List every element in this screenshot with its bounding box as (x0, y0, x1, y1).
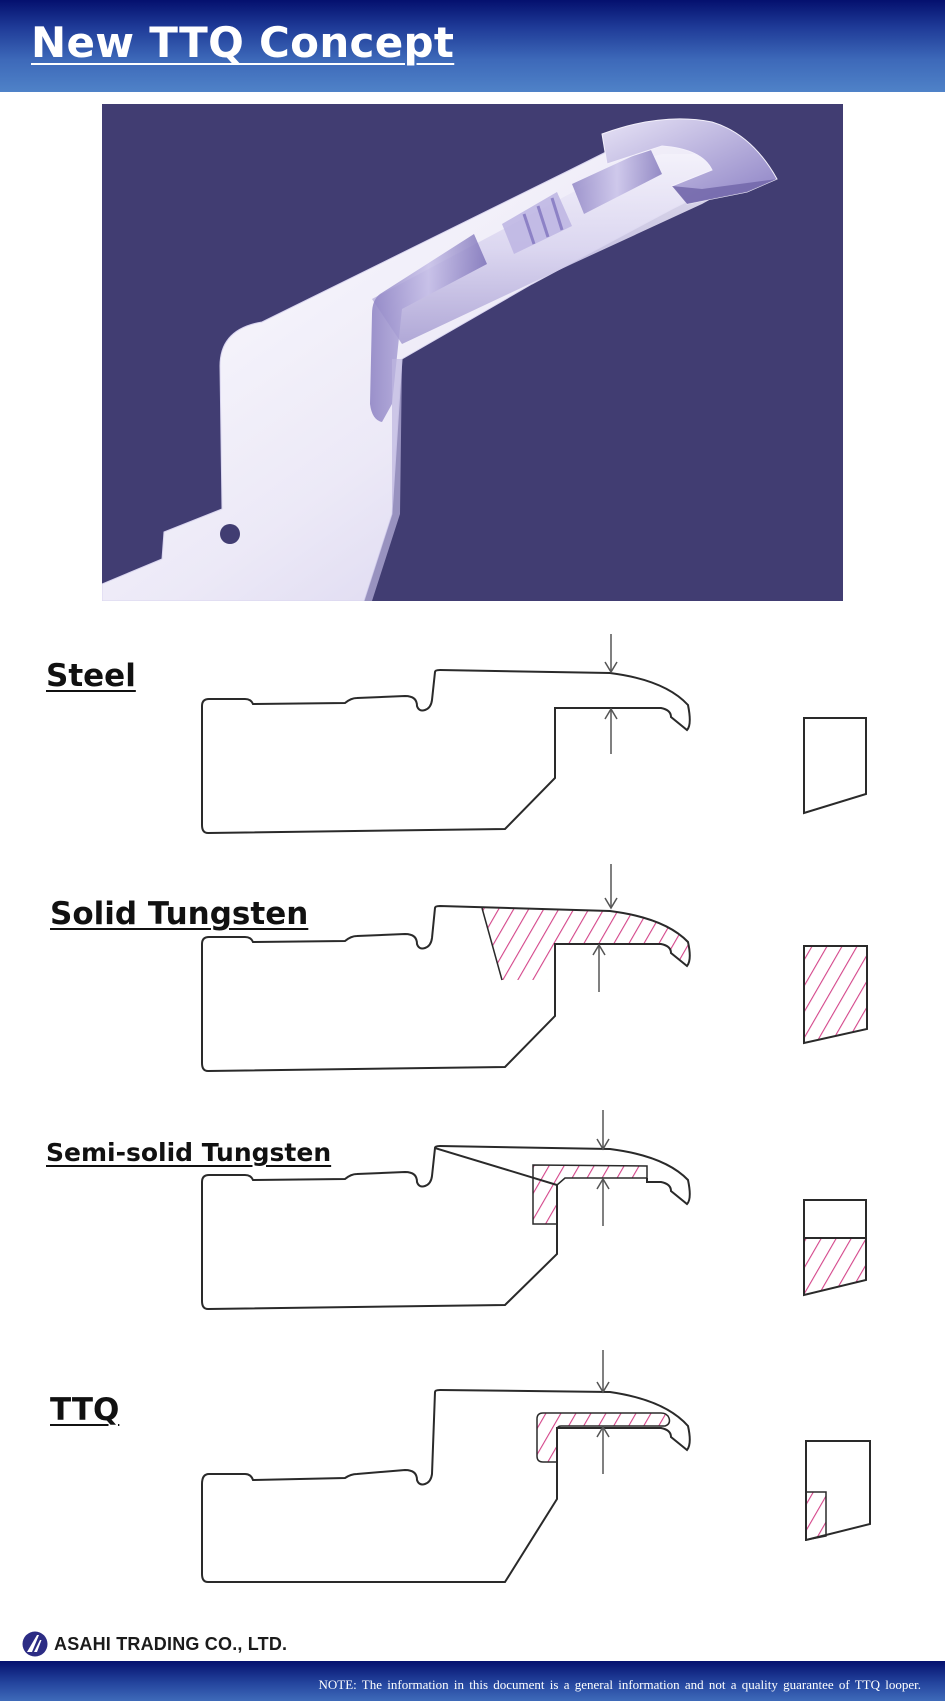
ttq-cross-section (805, 1440, 871, 1541)
steel-profile-diagram (201, 634, 691, 835)
looper-render-image (102, 118, 778, 601)
page-title: New TTQ Concept (31, 18, 455, 67)
semi-solid-tungsten-profile-diagram (201, 1110, 691, 1311)
solid-tungsten-outline-shape (201, 904, 691, 1073)
footer-banner: NOTE: The information in this document i… (0, 1661, 945, 1701)
looper-photo (102, 104, 843, 601)
steel-cross-section (803, 717, 867, 815)
semi-solid-tungsten-cross-section (803, 1199, 867, 1297)
ttq-label: TTQ (50, 1392, 120, 1428)
semi-solid-tungsten-outline-shape (201, 1144, 691, 1311)
steel-outline-shape (201, 668, 691, 835)
company-name: ASAHI TRADING CO., LTD. (54, 1633, 288, 1654)
solid-tungsten-cross-section (803, 945, 868, 1045)
asahi-logo-icon (22, 1631, 48, 1657)
tungsten-fill-region (532, 1164, 648, 1225)
steel-label: Steel (46, 658, 136, 694)
solid-tungsten-label: Solid Tungsten (50, 896, 309, 932)
disclaimer-note: NOTE: The information in this document i… (318, 1677, 921, 1692)
title-banner: New TTQ Concept (0, 0, 945, 92)
solid-tungsten-profile-diagram (201, 864, 691, 1073)
semi-solid-tungsten-label: Semi-solid Tungsten (46, 1138, 332, 1167)
ttq-outline-shape (201, 1388, 691, 1583)
company-logo: ASAHI TRADING CO., LTD. (22, 1630, 287, 1658)
ttq-profile-diagram (201, 1350, 691, 1583)
